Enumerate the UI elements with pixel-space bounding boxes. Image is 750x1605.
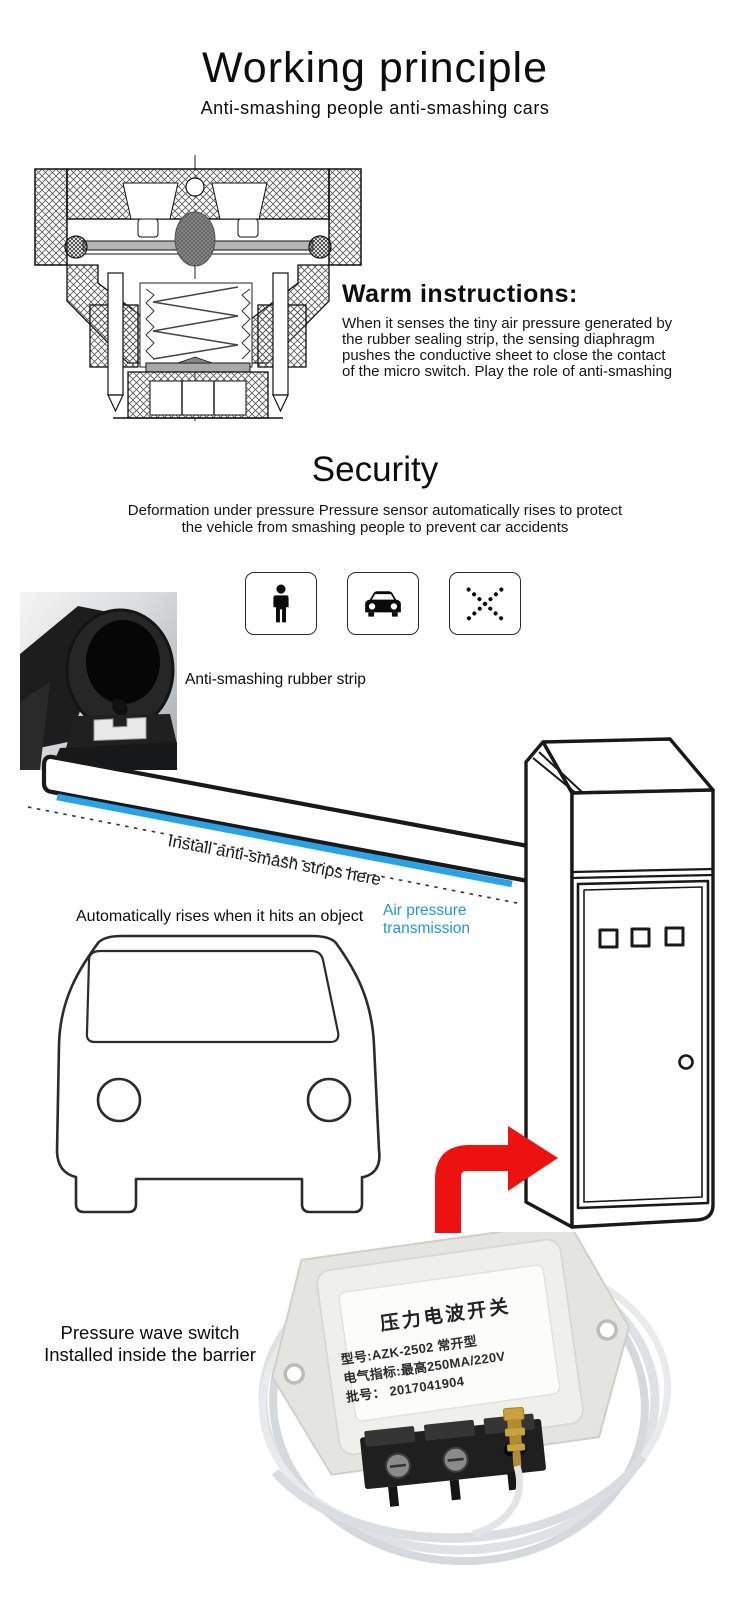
cross-section-drawing-icon (34, 155, 362, 423)
barrier-scene-drawing (27, 737, 715, 1233)
barrier-scene (0, 700, 750, 1245)
cabinet-keyhole-icon (678, 1054, 694, 1070)
barrier-cabinet (524, 737, 715, 1229)
warm-instructions-line: pushes the conductive sheet to close the… (342, 347, 666, 364)
rubber-strip-photo (20, 592, 177, 770)
switch-caption-line: Installed inside the barrier (44, 1344, 256, 1365)
security-line: the vehicle from smashing people to prev… (181, 519, 569, 536)
rubber-strip-caption: Anti-smashing rubber strip (185, 671, 366, 688)
dotted-guide-line (27, 806, 523, 905)
switch-box (271, 1232, 631, 1476)
security-line: Deformation under pressure Pressure sens… (127, 502, 623, 519)
air-pressure-line: Air pressure (383, 902, 467, 919)
switch-product-drawing (258, 1232, 672, 1566)
warm-instructions-heading: Warm instructions: (342, 280, 578, 308)
warm-instructions-line: of the micro switch. Play the role of an… (342, 363, 673, 380)
car-icon-box (347, 572, 419, 635)
switch-product-photo (235, 1232, 680, 1577)
switch-caption: Pressure wave switch Installed inside th… (25, 1322, 275, 1366)
barrier-arm (41, 754, 531, 884)
product-label-plate (338, 1264, 561, 1422)
switch-caption-line: Pressure wave switch (60, 1322, 240, 1343)
dotted-cross-icon (466, 587, 504, 620)
brass-nozzle (502, 1406, 526, 1468)
air-pressure-label: Air pressure transmission (383, 902, 470, 938)
red-arrow-icon (435, 1126, 558, 1233)
rubber-strip-profile-icon (20, 606, 177, 770)
air-tube-front (271, 1454, 647, 1543)
anti-smash-strip (56, 793, 513, 888)
car-outline-drawing (55, 934, 381, 1214)
security-heading: Security (311, 450, 439, 489)
air-tube-from-nozzle (471, 1465, 524, 1538)
no-entry-cross-icon-box (449, 572, 521, 635)
car-icon (365, 590, 401, 617)
warm-instructions-line: When it senses the tiny air pressure gen… (342, 315, 673, 332)
warm-instructions-block: Warm instructions: When it senses the ti… (342, 280, 732, 380)
person-icon (273, 584, 289, 622)
air-pressure-line: transmission (383, 920, 470, 937)
auto-rise-label: Automatically rises when it hits an obje… (76, 908, 364, 925)
warm-instructions-line: the rubber sealing strip, the sensing di… (342, 331, 655, 348)
pressure-switch-cross-section-diagram (28, 155, 368, 425)
person-icon-box (245, 572, 317, 635)
page-subtitle: Anti-smashing people anti-smashing cars (200, 98, 550, 118)
safety-icon-row (245, 572, 521, 635)
terminal-block (360, 1413, 546, 1507)
page-title: Working principle (201, 44, 548, 92)
